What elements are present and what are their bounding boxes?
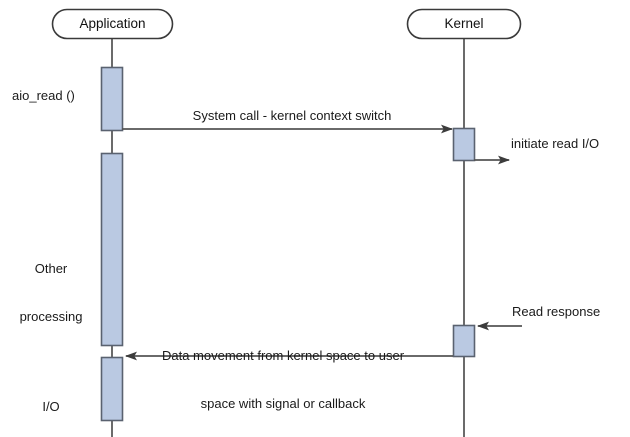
participant-label-kernel: Kernel <box>444 16 484 31</box>
participant-head-application[interactable] <box>51 8 174 40</box>
message-label-read-response: Read response <box>512 304 601 319</box>
message-label-data-movement-line2: space with signal or callback <box>200 396 366 411</box>
activation-bar-app-2 <box>100 152 124 347</box>
activation-bar-app-1 <box>100 66 124 132</box>
message-label-data-movement: Data movement from kernel space to user … <box>138 316 428 437</box>
participant-head-kernel[interactable] <box>406 8 522 40</box>
label-aio-read-call: aio_read () <box>12 88 75 103</box>
activation-bar-kernel-2 <box>452 324 476 358</box>
label-io-processing: I/O processing <box>8 367 94 437</box>
activation-bar-kernel-1 <box>452 127 476 162</box>
label-other-processing-line2: processing <box>19 309 83 324</box>
participant-label-application: Application <box>79 16 146 31</box>
message-label-data-movement-line1: Data movement from kernel space to user <box>161 348 405 363</box>
message-label-initiate-read-io: initiate read I/O <box>511 136 600 151</box>
label-other-processing-line1: Other <box>34 261 68 276</box>
label-io-processing-line1: I/O <box>42 399 60 414</box>
message-label-system-call: System call - kernel context switch <box>192 108 392 123</box>
label-other-processing: Other processing <box>8 229 94 357</box>
activation-bar-app-3 <box>100 356 124 422</box>
